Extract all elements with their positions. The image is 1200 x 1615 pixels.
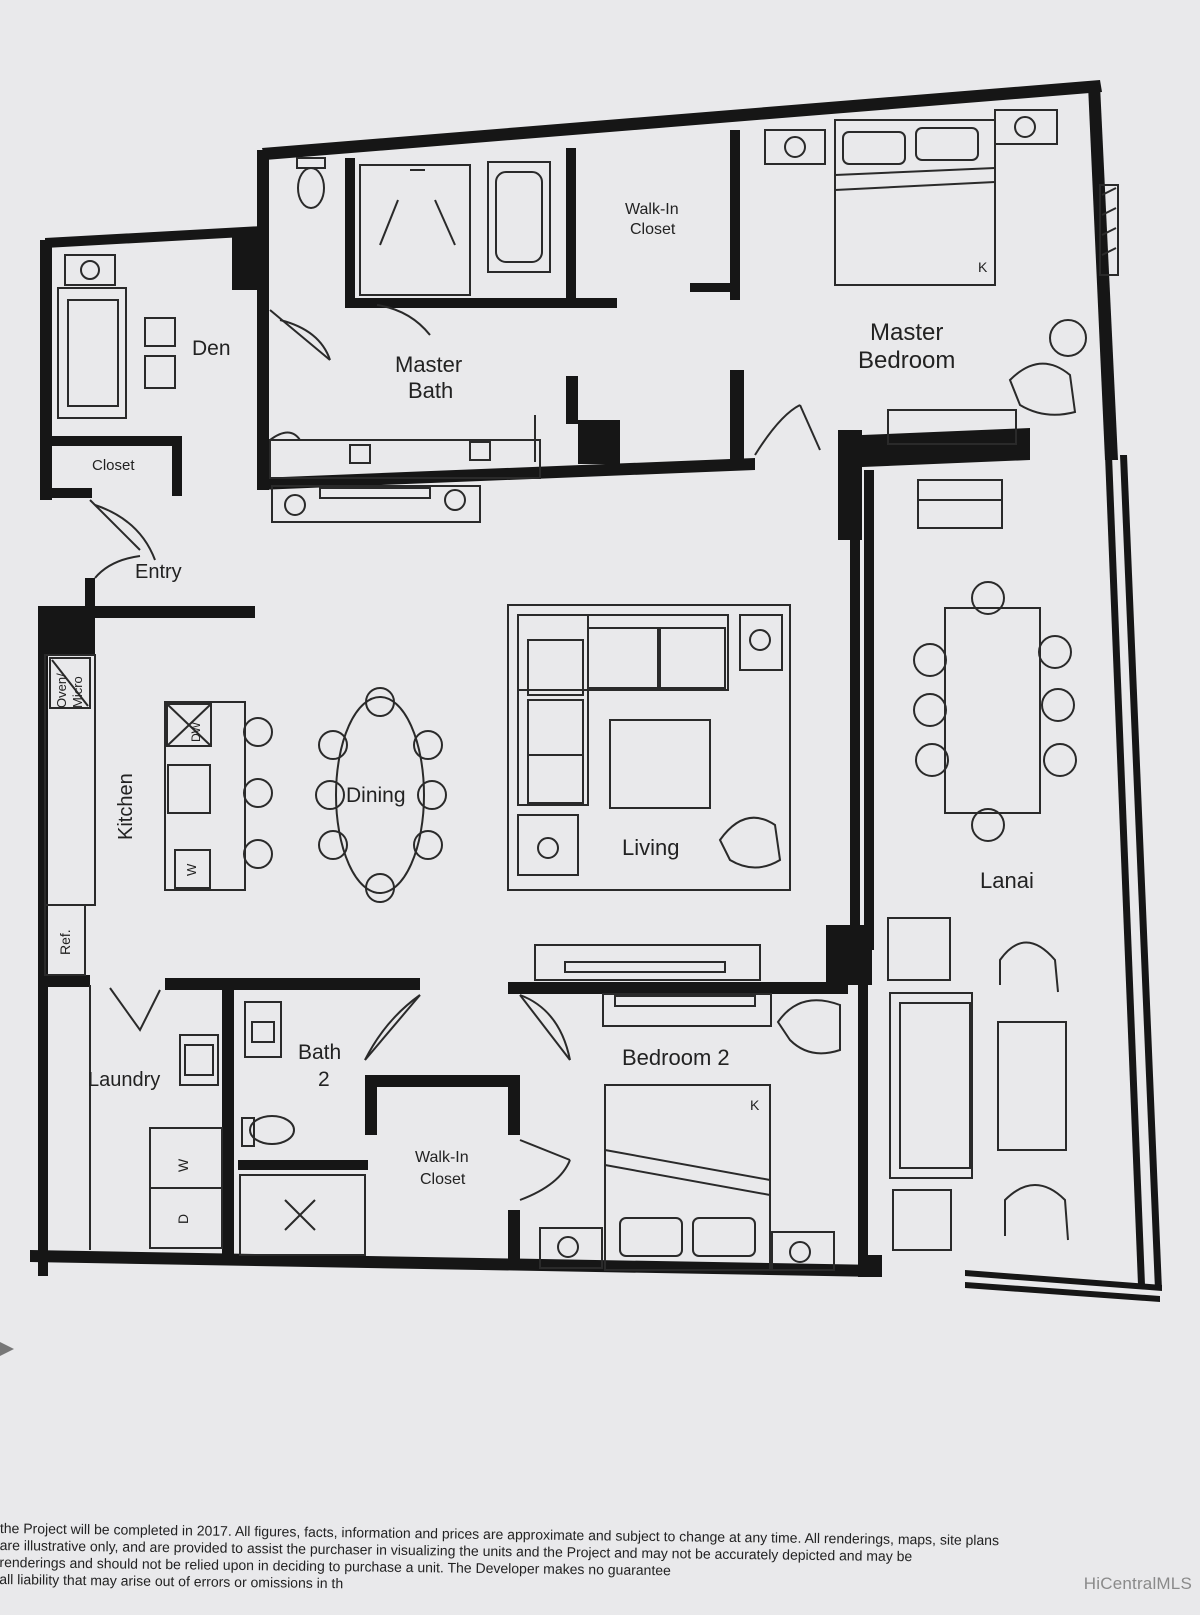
bedroom2-label: Bedroom 2 (622, 1045, 730, 1070)
oven-micro-label-1: Oven/ (54, 673, 69, 708)
ref-label: Ref. (57, 929, 73, 955)
kitchen-w-label: W (184, 863, 199, 876)
dryer-label: D (175, 1214, 191, 1224)
entry-label: Entry (135, 561, 182, 583)
walk-in-closet-2-label-1: Walk-In (415, 1149, 469, 1166)
walls (30, 80, 1162, 1302)
watermark: HiCentralMLS (1083, 1574, 1192, 1593)
walk-in-closet-master-label-2: Closet (630, 221, 676, 238)
king-bed-master-label: K (978, 259, 988, 275)
king-bed-2-label: K (750, 1097, 760, 1113)
dw-label: DW (189, 721, 203, 742)
master-bath-label-2: Bath (408, 378, 453, 403)
lanai-label: Lanai (980, 868, 1034, 893)
closet-label: Closet (92, 457, 135, 474)
page-edge-arrow-icon (0, 1342, 14, 1356)
walk-in-closet-master-label-1: Walk-In (625, 201, 679, 218)
floor-plan: Walk-In Closet Master Bedroom K Den Mast… (30, 80, 1162, 1302)
master-bedroom-label-1: Master (870, 319, 943, 346)
disclaimer-footer: the Project will be completed in 2017. A… (0, 1520, 1200, 1615)
master-bedroom-label-2: Bedroom (858, 347, 955, 374)
kitchen-label: Kitchen (115, 773, 137, 840)
den-label: Den (192, 337, 231, 360)
room-labels: Walk-In Closet Master Bedroom K Den Mast… (54, 201, 1034, 1224)
laundry-label: Laundry (88, 1069, 160, 1091)
oven-micro-label-2: Micro (70, 676, 85, 708)
dining-label: Dining (346, 784, 406, 807)
bath2-label-1: Bath (298, 1041, 341, 1064)
walk-in-closet-2-label-2: Closet (420, 1171, 466, 1188)
washer-label: W (175, 1158, 191, 1172)
master-bath-label-1: Master (395, 352, 462, 377)
bath2-label-2: 2 (318, 1068, 330, 1091)
furniture (44, 109, 1119, 1271)
living-label: Living (622, 835, 679, 860)
